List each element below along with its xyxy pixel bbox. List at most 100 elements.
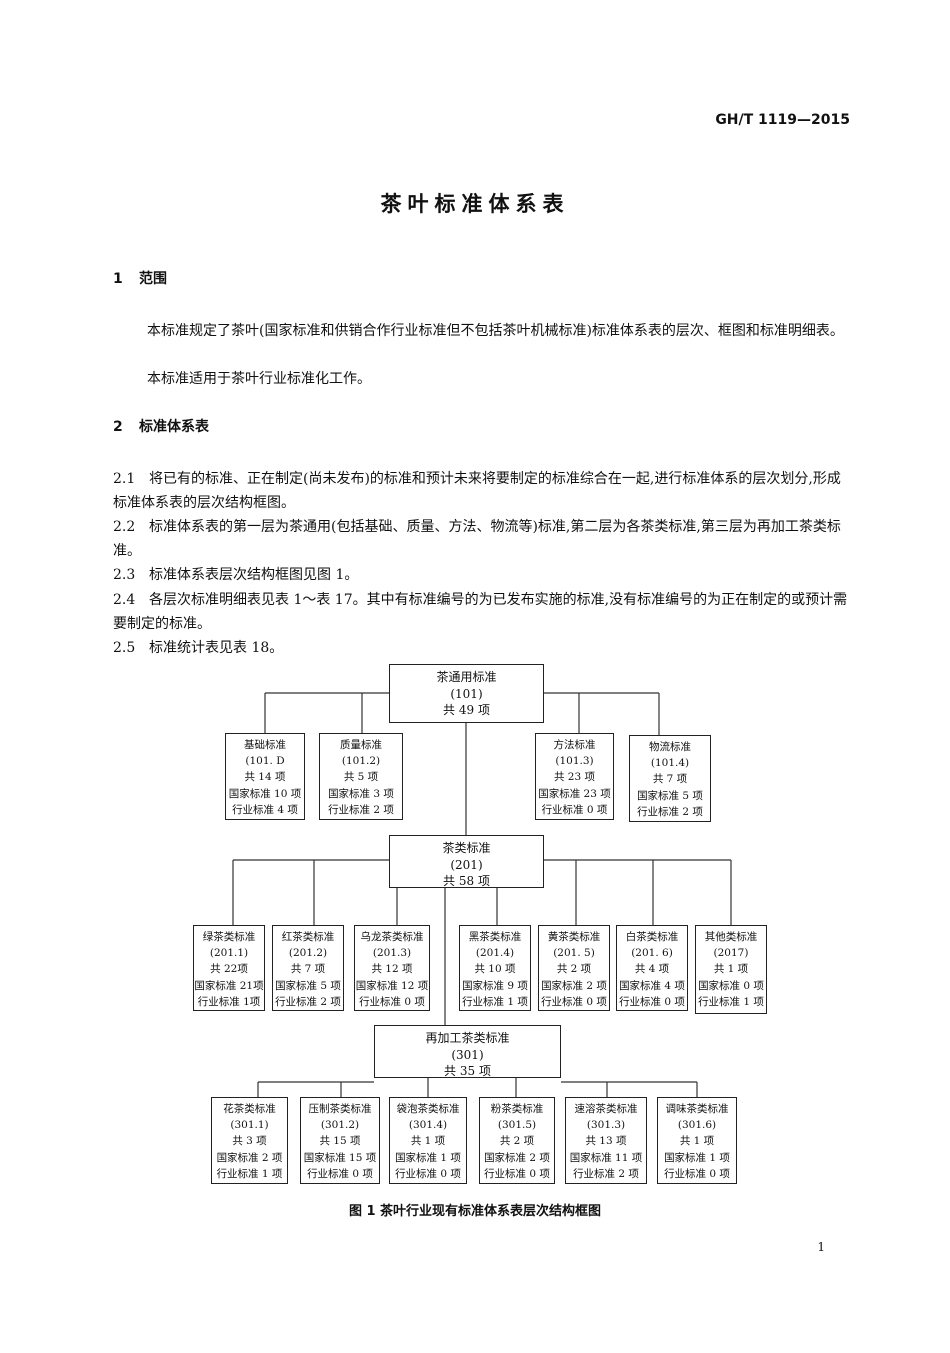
section-title: 范围 [139,271,167,287]
box-line: 行业标准 2 项 [573,1167,639,1180]
box-line: 国家标准 1 项 [395,1151,461,1164]
box-line: 国家标准 9 项 [462,979,528,992]
box-line: 共 3 项 [232,1135,267,1148]
page-title: 茶叶标准体系表 [380,192,570,216]
clause-text: 标准统计表见表 18。 [149,640,284,656]
box-line: (301.1) [230,1119,269,1132]
box-line: 国家标准 0 项 [698,979,764,992]
box-line: 共 7 项 [652,773,688,786]
standard-box: 方法标准 (101.3) 共 23 项 国家标准 23 项 行业标准 0 项 [535,733,614,820]
box-line: (201) [450,857,483,872]
box-line: 行业标准 0 项 [484,1167,550,1180]
box-line: 行业标准 0 项 [541,803,608,816]
box-line: 行业标准 4 项 [232,803,298,816]
standard-box: 物流标准 (101.4) 共 7 项 国家标准 5 项 行业标准 2 项 [629,735,711,822]
clause: 2.5 标准统计表见表 18。 [113,636,853,660]
box-line: 绿茶类标准 [202,931,256,943]
box-line: (301.6) [677,1119,717,1132]
box-line: 共 2 项 [499,1135,535,1148]
standard-box: 乌龙茶类标准 (201.3) 共 12 项 国家标准 12 项 行业标准 0 项 [354,925,430,1011]
box-line: 国家标准 23 项 [538,787,611,800]
box-line: (101.3) [555,755,594,768]
standard-box: 压制茶类标准 (301.2) 共 15 项 国家标准 15 项 行业标准 0 项 [300,1097,380,1184]
box-line: 压制茶类标准 [308,1103,372,1115]
box-line: 白茶类标准 [625,931,679,943]
clause-text: 各层次标准明细表见表 1～表 17。其中有标准编号的为已发布实施的标准,没有标准… [113,592,848,632]
section-number: 2 [113,419,123,435]
box-line: 行业标准 0 项 [395,1167,461,1180]
box-line: 共 2 项 [556,963,592,976]
box-line: 国家标准 5 项 [637,789,703,802]
box-line: 国家标准 2 项 [541,979,607,992]
standard-box: 红茶类标准 (201.2) 共 7 项 国家标准 5 项 行业标准 2 项 [272,925,344,1011]
box-line: 国家标准 2 项 [216,1151,283,1164]
box-line: (201. 6) [631,947,673,960]
clause-number: 2.5 [113,640,136,656]
box-line: 共 12 项 [371,963,413,976]
box-line: (201.3) [372,947,412,960]
box-line: 国家标准 11 项 [569,1151,643,1164]
standard-box: 黑茶类标准 (201.4) 共 10 项 国家标准 9 项 行业标准 1 项 [459,925,531,1011]
box-line: 国家标准 4 项 [619,979,685,992]
box-line: 共 5 项 [343,771,379,784]
page-number: 1 [817,1240,825,1254]
box-line: 行业标准 2 项 [328,803,394,816]
box-line: (101.2) [341,755,381,768]
box-line: 行业标准 1 项 [462,995,528,1008]
box-line: (301) [451,1047,484,1062]
section-title: 标准体系表 [139,419,209,435]
box-line: (301.3) [586,1119,626,1132]
box-line: 行业标准 1项 [197,995,261,1008]
box-line: (201.2) [288,947,328,960]
box-line: 行业标准 2 项 [637,805,703,818]
box-line: 共 15 项 [319,1135,361,1148]
box-line: 物流标准 [649,741,691,753]
box-line: 国家标准 10 项 [228,787,302,800]
box-line: (101. D [245,755,285,768]
box-line: 共 1 项 [713,963,749,976]
standard-box: 黄茶类标准 (201. 5) 共 2 项 国家标准 2 项 行业标准 0 项 [538,925,610,1011]
box-line: (201.4) [475,947,515,960]
box-line: 共 35 项 [444,1064,491,1078]
box-line: 茶类标准 [442,841,491,855]
standard-box: 其他类标准 (2017) 共 1 项 国家标准 0 项 行业标准 1 项 [695,925,767,1014]
box-line: 再加工茶类标准 [425,1031,510,1045]
section-heading: 2 标准体系表 [113,416,209,436]
box-line: 共 22项 [210,963,248,976]
standard-box: 绿茶类标准 (201.1) 共 22项 国家标准 21项 行业标准 1项 [193,925,265,1011]
box-line: 黄茶类标准 [547,931,601,943]
main-box-reprocessed: 再加工茶类标准 (301) 共 35 项 [374,1025,561,1078]
scope-paragraph: 本标准规定了茶叶(国家标准和供销合作行业标准但不包括茶叶机械标准)标准体系表的层… [147,323,844,339]
box-line: 国家标准 1 项 [664,1151,730,1164]
box-line: 共 4 项 [634,963,670,976]
box-line: 国家标准 12 项 [355,979,429,992]
box-line: 调味茶类标准 [665,1103,729,1115]
clause-text: 将已有的标准、正在制定(尚未发布)的标准和预计未来将要制定的标准综合在一起,进行… [113,471,841,511]
box-line: 速溶茶类标准 [574,1103,638,1115]
clause-number: 2.1 [113,471,136,487]
clause-text: 标准体系表层次结构框图见图 1。 [149,567,359,583]
box-line: (2017) [713,947,749,960]
box-line: 共 23 项 [553,771,596,784]
box-line: (301.2) [320,1119,360,1132]
box-line: 乌龙茶类标准 [360,931,424,943]
box-line: 共 14 项 [244,771,286,784]
box-line: (201.1) [209,947,249,960]
box-line: (301.5) [497,1119,537,1132]
box-line: 国家标准 5 项 [275,979,341,992]
box-line: 行业标准 0 项 [307,1167,373,1180]
box-line: (201. 5) [553,947,595,960]
standard-box: 速溶茶类标准 (301.3) 共 13 项 国家标准 11 项 行业标准 2 项 [565,1097,647,1184]
box-line: 国家标准 21项 [194,979,264,992]
main-box-general: 茶通用标准 (101) 共 49 项 [389,664,544,723]
box-line: 行业标准 0 项 [619,995,685,1008]
standard-box: 粉茶类标准 (301.5) 共 2 项 国家标准 2 项 行业标准 0 项 [479,1097,555,1184]
scope-paragraph: 本标准适用于茶叶行业标准化工作。 [147,371,371,387]
box-line: 国家标准 15 项 [303,1151,377,1164]
clause-number: 2.4 [113,592,136,608]
